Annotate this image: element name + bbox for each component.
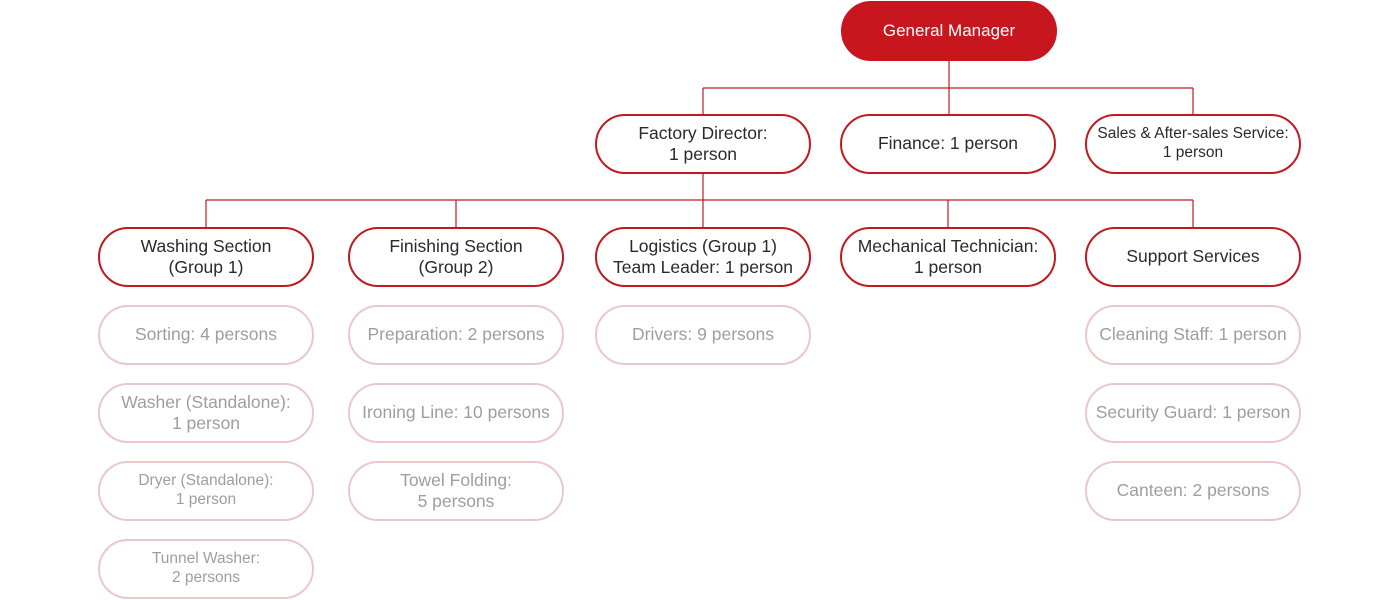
node-ironing-line: Ironing Line: 10 persons [348,383,564,443]
node-finishing-section: Finishing Section (Group 2) [348,227,564,287]
node-label-line: 1 person [668,144,738,164]
node-label-line: Finishing Section [389,235,523,256]
node-preparation: Preparation: 2 persons [348,305,564,365]
node-label-line: 1 person [175,491,237,508]
node-finance: Finance: 1 person [840,114,1056,174]
node-label-line: Washing Section [140,235,272,256]
node-tunnel-washer: Tunnel Washer: 2 persons [98,539,314,599]
node-logistics: Logistics (Group 1) Team Leader: 1 perso… [595,227,811,287]
node-label-line: Sales & After-sales Service: [1097,125,1289,143]
node-label-line: 1 person [171,413,241,433]
node-washer-standalone: Washer (Standalone): 1 person [98,383,314,443]
node-label-line: 1 person [1162,144,1224,161]
node-washing-section: Washing Section (Group 1) [98,227,314,287]
node-sorting: Sorting: 4 persons [98,305,314,365]
node-canteen: Canteen: 2 persons [1085,461,1301,521]
node-label-line: Logistics (Group 1) [629,235,777,256]
node-label-line: Ironing Line: 10 persons [362,402,550,423]
node-label-line: Dryer (Standalone): [138,472,274,490]
node-general-manager: General Manager [841,1,1057,61]
node-support-services: Support Services [1085,227,1301,287]
node-dryer-standalone: Dryer (Standalone): 1 person [98,461,314,521]
node-label-line: Preparation: 2 persons [367,324,545,345]
node-label-line: 1 person [913,257,983,277]
node-label-line: Factory Director: [638,122,768,143]
node-label-line: (Group 1) [168,257,244,277]
node-label-line: 2 persons [171,569,241,586]
node-mechanical-technician: Mechanical Technician: 1 person [840,227,1056,287]
node-drivers: Drivers: 9 persons [595,305,811,365]
node-label-line: Mechanical Technician: [857,235,1039,256]
node-label-line: Washer (Standalone): [121,391,291,412]
node-cleaning-staff: Cleaning Staff: 1 person [1085,305,1301,365]
node-label-line: Security Guard: 1 person [1095,402,1291,423]
node-label-line: 5 persons [417,491,495,511]
node-security-guard: Security Guard: 1 person [1085,383,1301,443]
node-label-line: Support Services [1126,246,1260,267]
node-label-line: Team Leader: 1 person [613,257,793,277]
node-label-line: General Manager [882,20,1016,40]
node-towel-folding: Towel Folding: 5 persons [348,461,564,521]
node-label-line: Cleaning Staff: 1 person [1099,324,1287,345]
node-label-line: Sorting: 4 persons [134,324,278,345]
node-label-line: Tunnel Washer: [151,550,261,568]
node-label-line: Finance: 1 person [877,133,1019,154]
node-label-line: Towel Folding: [400,469,512,490]
node-label-line: Drivers: 9 persons [632,324,774,345]
node-factory-director: Factory Director: 1 person [595,114,811,174]
node-label-line: Canteen: 2 persons [1116,480,1270,501]
node-sales-after-sales-service: Sales & After-sales Service: 1 person [1085,114,1301,174]
node-label-line: (Group 2) [418,257,494,277]
